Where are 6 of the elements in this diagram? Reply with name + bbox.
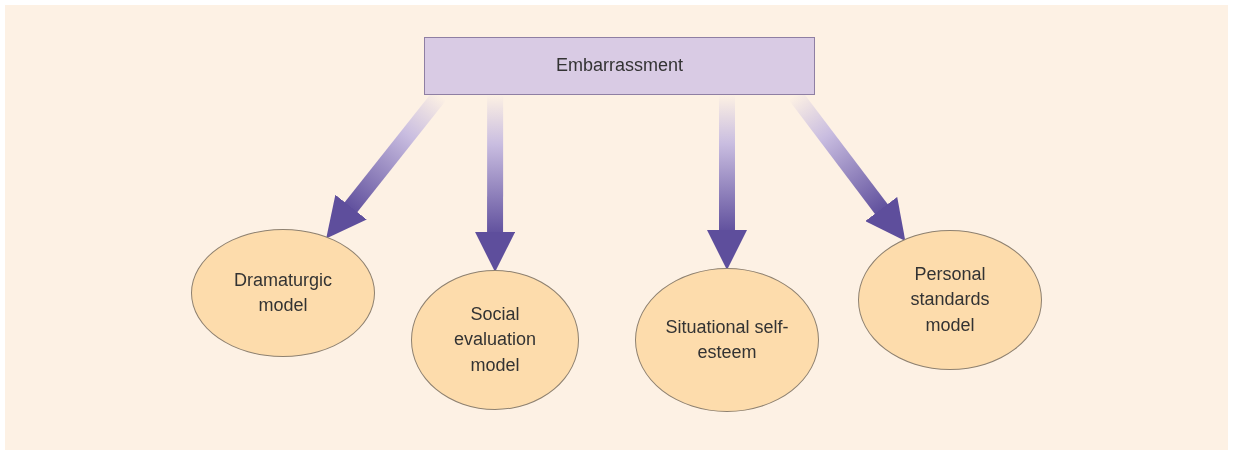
node-label: Social evaluation model [452, 303, 538, 377]
node-label: Dramaturgic model [233, 268, 333, 317]
node-label: Personal standards model [909, 263, 991, 337]
concept-box [424, 37, 815, 95]
node-label: Situational self-esteem [664, 315, 790, 364]
node-label: Embarrassment [555, 54, 683, 78]
